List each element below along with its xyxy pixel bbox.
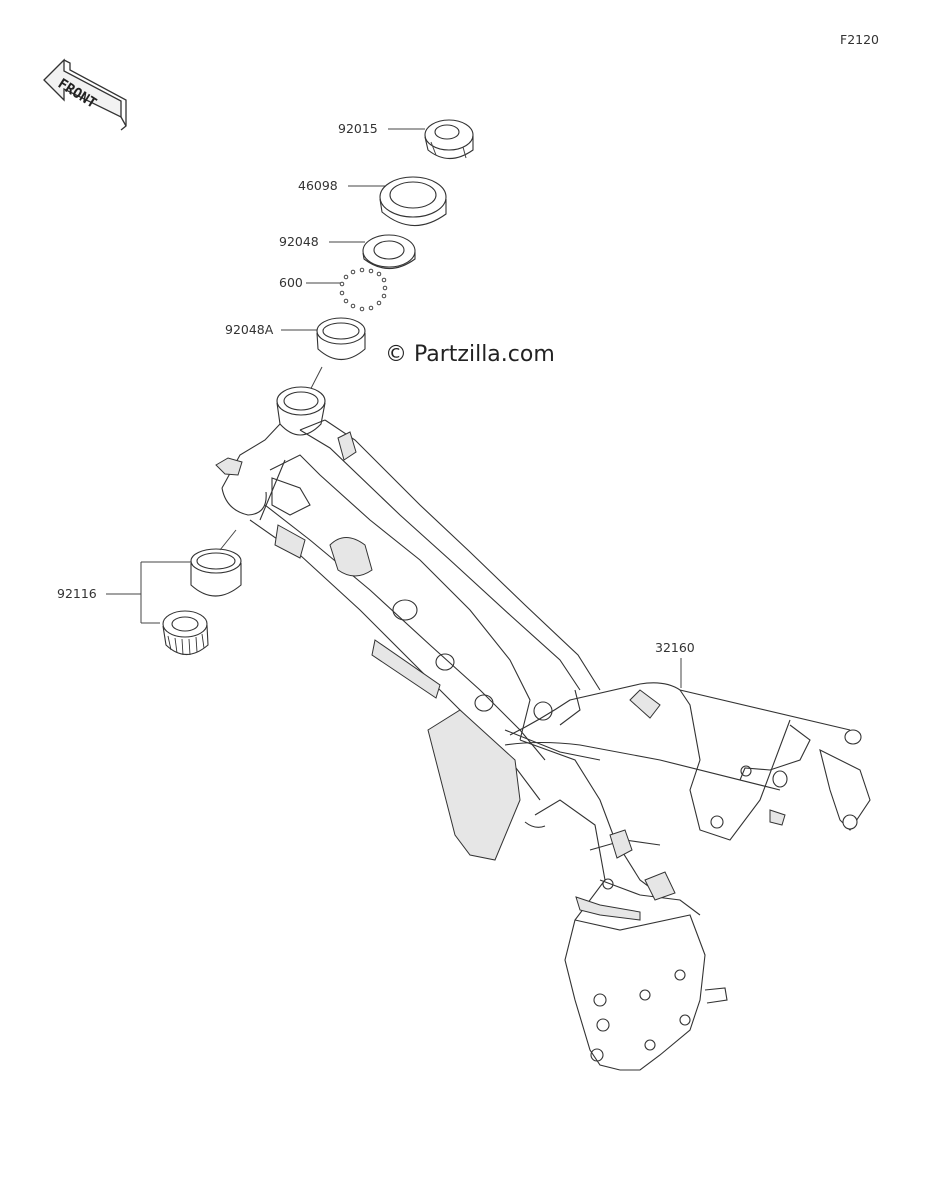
part-number: 92048A	[225, 322, 274, 337]
locknut-92015	[424, 119, 474, 160]
watermark: © Partzilla.com	[385, 342, 555, 367]
front-arrow-icon: FRONT	[43, 58, 127, 131]
part-callout-92048A[interactable]: 92048A	[225, 322, 318, 337]
frame-32160	[215, 386, 871, 1071]
steel-balls-600	[339, 267, 388, 312]
part-callout-32160[interactable]: 32160	[655, 640, 695, 688]
race-92048A	[316, 317, 366, 361]
part-number: 32160	[655, 640, 695, 655]
leader-line	[219, 529, 237, 551]
part-callout-600[interactable]: 600	[279, 275, 342, 290]
figure-code: F2120	[840, 32, 879, 47]
bearing-92116	[162, 548, 242, 656]
part-number: 92048	[279, 234, 319, 249]
part-number: 92116	[57, 586, 97, 601]
ring-92048	[362, 234, 416, 270]
part-number: 600	[279, 275, 303, 290]
part-number: 92015	[338, 121, 378, 136]
part-callout-92015[interactable]: 92015	[338, 121, 425, 136]
part-callout-92048[interactable]: 92048	[279, 234, 365, 249]
seal-cover-46098	[379, 176, 447, 227]
part-callout-46098[interactable]: 46098	[298, 178, 386, 193]
part-number: 46098	[298, 178, 338, 193]
part-callout-92116[interactable]: 92116	[57, 561, 191, 624]
